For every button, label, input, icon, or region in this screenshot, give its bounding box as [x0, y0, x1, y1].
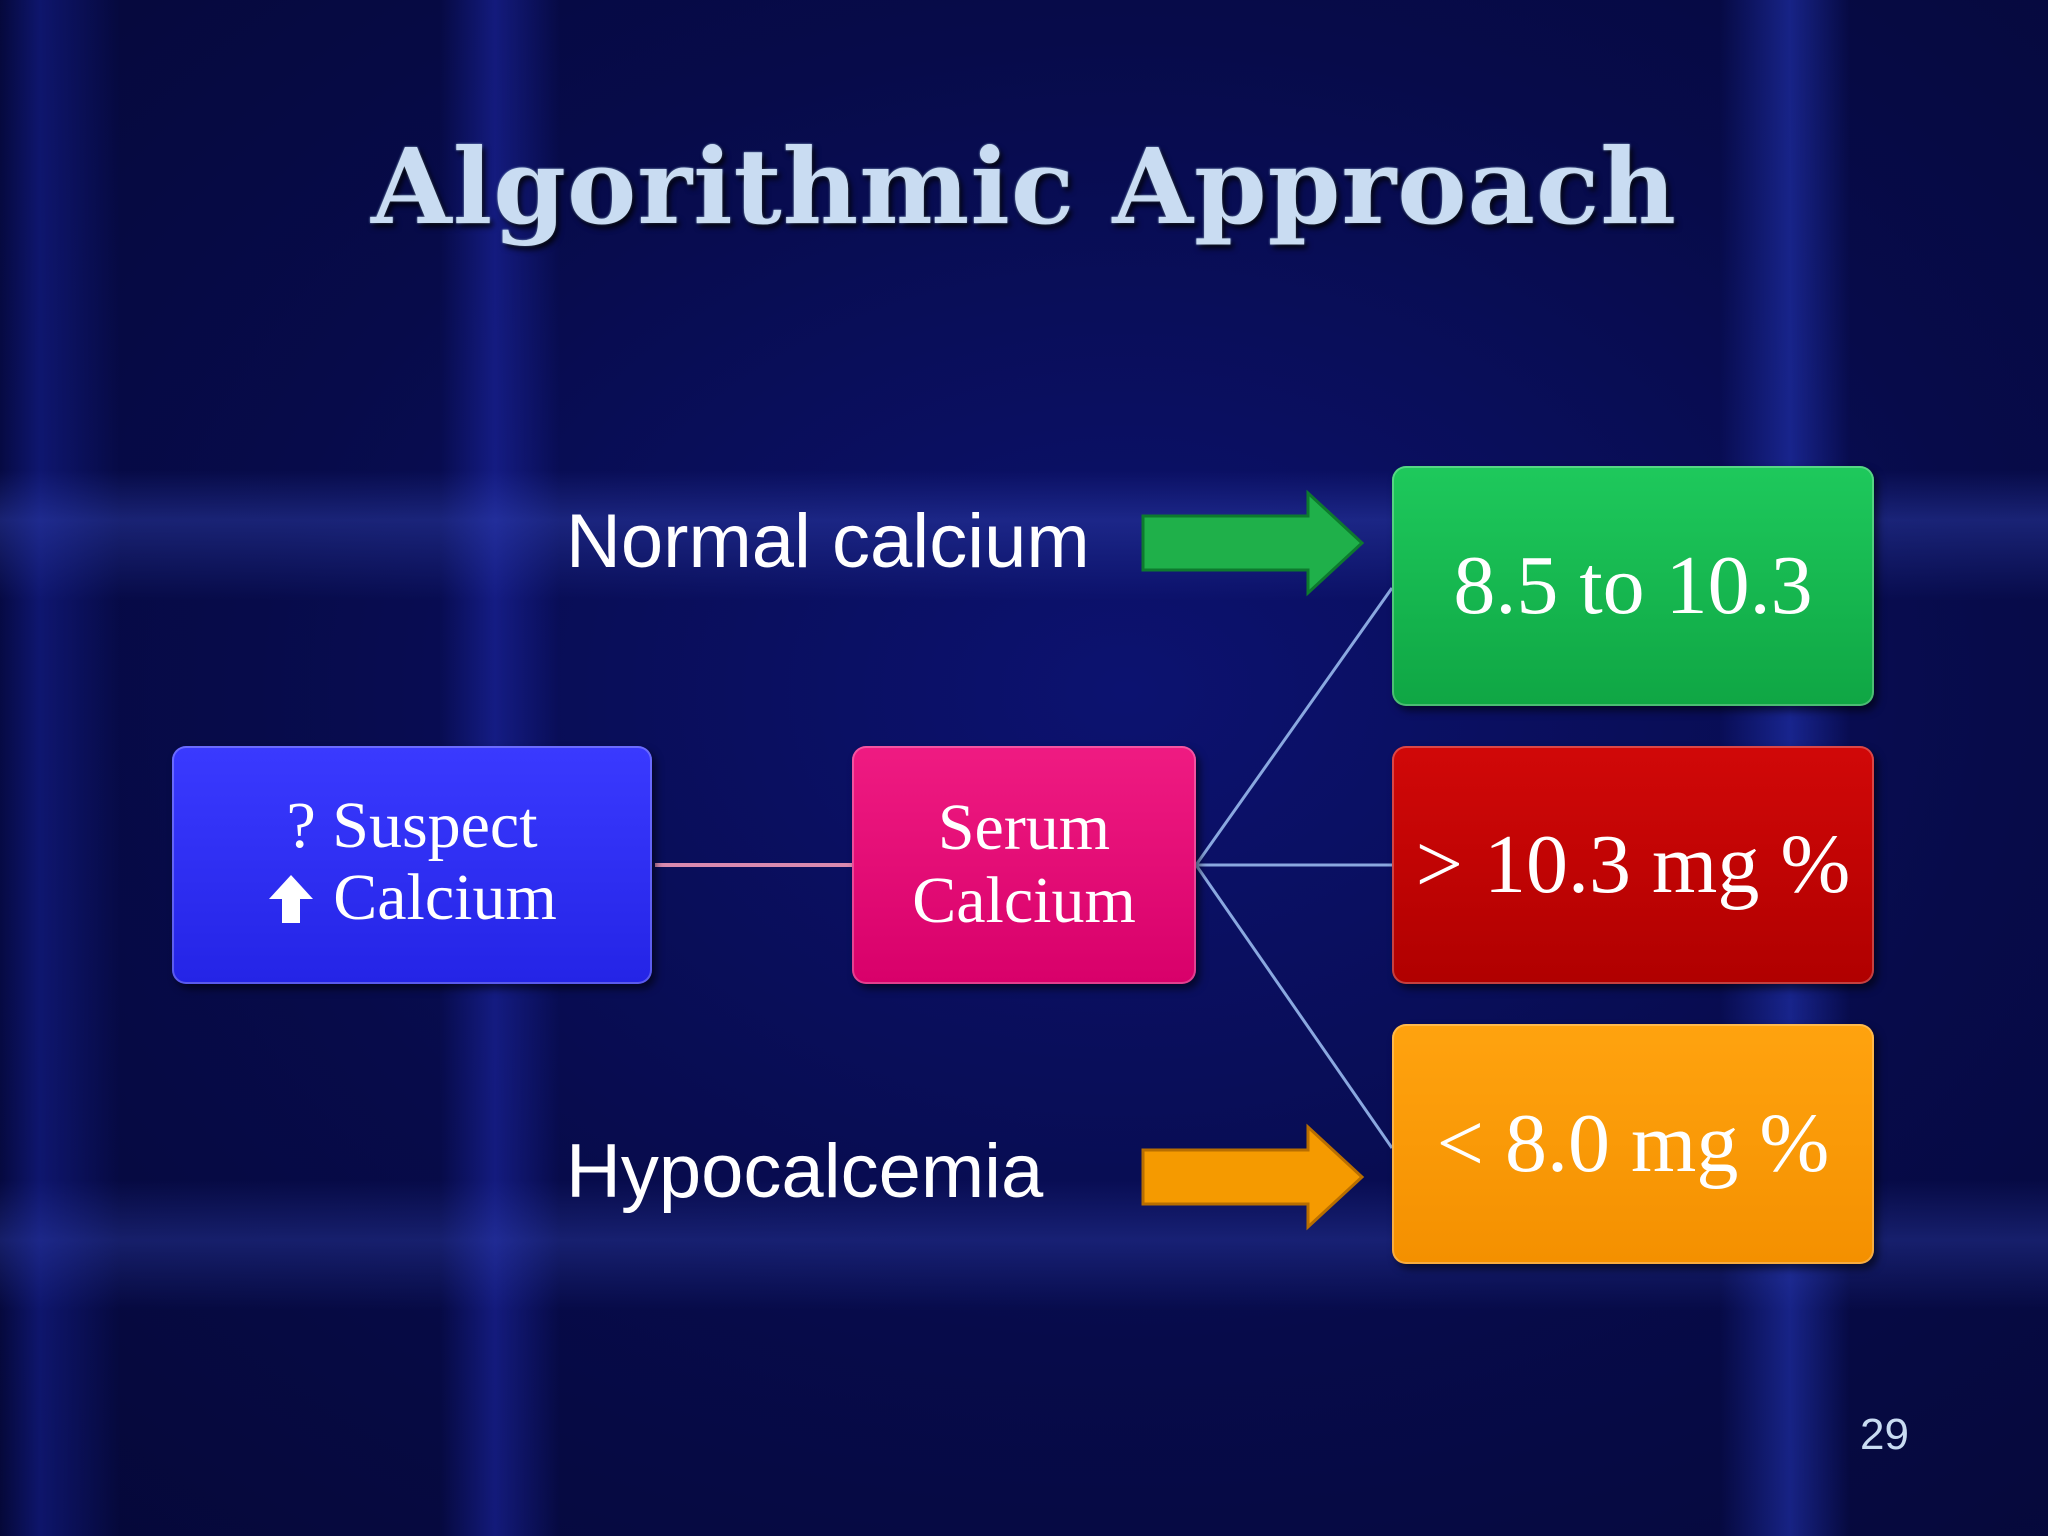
suspect-calcium-node: ? Suspect Calcium: [172, 746, 652, 984]
normal-range-node: 8.5 to 10.3: [1392, 466, 1874, 706]
connector-serum-low: [1194, 864, 1394, 1149]
hypocalcemia-label: Hypocalcemia: [566, 1129, 1044, 1214]
high-calcium-node: > 10.3 mg %: [1392, 746, 1874, 984]
suspect-line1: ? Suspect: [286, 788, 538, 862]
low-calcium-value: < 8.0 mg %: [1436, 1096, 1830, 1190]
up-arrow-icon: [267, 868, 315, 941]
high-calcium-value: > 10.3 mg %: [1415, 817, 1851, 911]
orange-arrow-icon: [1141, 1123, 1365, 1231]
serum-line1: Serum: [937, 791, 1111, 865]
normal-range-value: 8.5 to 10.3: [1453, 538, 1813, 632]
low-calcium-node: < 8.0 mg %: [1392, 1024, 1874, 1264]
normal-calcium-label: Normal calcium: [566, 499, 1090, 584]
slide-title: Algorithmic Approach: [371, 125, 1677, 248]
serum-calcium-node: Serum Calcium: [852, 746, 1196, 984]
serum-line2: Calcium: [912, 864, 1136, 937]
suspect-line2: Calcium: [333, 861, 557, 935]
page-number: 29: [1860, 1410, 1909, 1459]
connector-serum-normal: [1194, 587, 1394, 866]
green-arrow-icon: [1141, 489, 1365, 597]
